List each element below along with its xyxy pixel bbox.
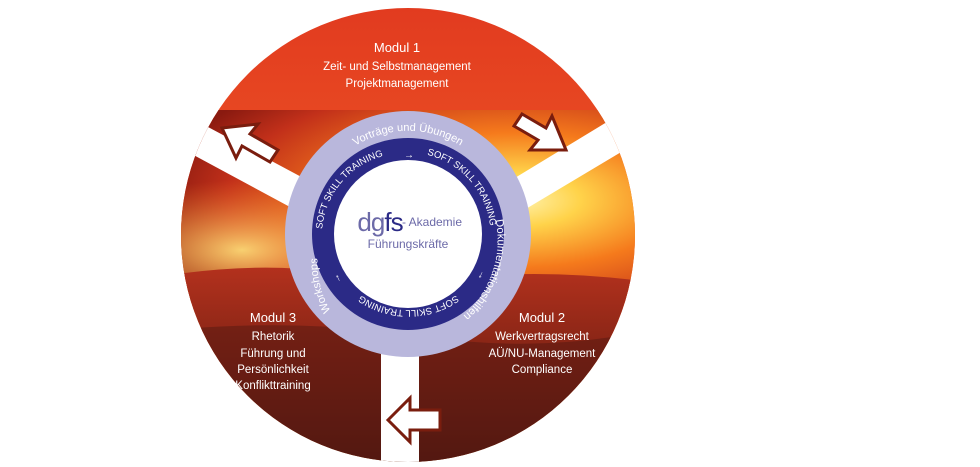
module-1-item: Zeit- und Selbstmanagement <box>323 61 471 73</box>
module-2-item: AÜ/NU-Management <box>489 348 597 360</box>
center-line1: - Akademie <box>402 215 462 229</box>
ring-arrow-left-icon: → <box>330 272 344 286</box>
svg-text:dgfs: dgfs <box>357 207 403 237</box>
arrow-up-left-icon <box>219 122 281 164</box>
module-3-item: Rhetorik <box>252 331 295 343</box>
ring-arrow-right-icon: → <box>475 269 489 283</box>
module-2: Modul 2 Werkvertragsrecht AÜ/NU-Manageme… <box>489 310 597 376</box>
arrow-left-icon <box>385 394 442 446</box>
center-line2: Führungskräfte <box>368 237 449 251</box>
ring-arrow-top-icon: → <box>404 150 414 161</box>
center-logo: dgfs <box>357 207 404 237</box>
module-3-title: Modul 3 <box>250 310 296 325</box>
module-2-title: Modul 2 <box>519 310 565 325</box>
module-2-item: Werkvertragsrecht <box>495 331 590 343</box>
module-3-item: Führung und <box>240 348 305 360</box>
module-2-item: Compliance <box>512 364 573 376</box>
module-3: Modul 3 Rhetorik Führung und Persönlichk… <box>235 310 310 392</box>
logo-dg: dg <box>357 207 384 237</box>
module-3-item: Persönlichkeit <box>237 364 309 376</box>
module-1: Modul 1 Zeit- und Selbstmanagement Proje… <box>323 40 471 90</box>
center-disk <box>334 160 482 308</box>
logo-fs: fs <box>384 207 403 237</box>
arrow-down-right-icon <box>511 111 569 152</box>
module-1-title: Modul 1 <box>374 40 420 55</box>
module-1-item: Projektmanagement <box>346 78 450 90</box>
module-3-item: Konflikttraining <box>235 380 310 392</box>
